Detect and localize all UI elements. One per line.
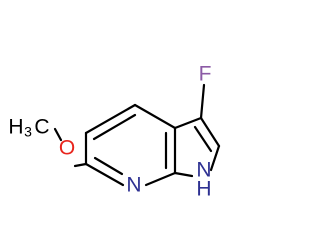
methyl-c-label: C <box>34 116 49 139</box>
molecule-canvas: F O N N H H 3 C <box>8 62 221 201</box>
bond-c6-c5 <box>84 103 137 135</box>
bond-n1-c7a <box>173 171 194 178</box>
bond-c6-c6-inner <box>93 156 124 176</box>
bond-c5-c5-inner <box>92 113 137 141</box>
methyl-h-label: H <box>8 116 23 139</box>
nh-hydrogen-label: H <box>196 178 211 201</box>
bonds <box>53 83 221 187</box>
ring-nitrogen-label: N <box>126 174 141 197</box>
bond-n7-c6 <box>84 162 125 187</box>
atom-labels: F O N N H H 3 C <box>8 63 211 201</box>
structure-diagram: F O N N H H 3 C <box>8 63 221 201</box>
oxygen-label: O <box>59 137 75 160</box>
fluorine-label: F <box>199 63 212 86</box>
bond-o-ch3 <box>53 127 63 142</box>
bond-c6-o <box>73 162 88 168</box>
bond-c5-c4 <box>133 103 177 130</box>
bond-c3-c2 <box>199 116 221 148</box>
bond-c7a-n7 <box>144 171 177 187</box>
bond-c2-n1 <box>209 144 221 172</box>
methyl-subscript: 3 <box>24 124 32 140</box>
bond-c3a-c3 <box>173 116 203 130</box>
bond-c3-f <box>199 83 206 120</box>
bond-c3-c2-inner <box>193 125 213 153</box>
nh-nitrogen-label: N <box>196 159 211 182</box>
